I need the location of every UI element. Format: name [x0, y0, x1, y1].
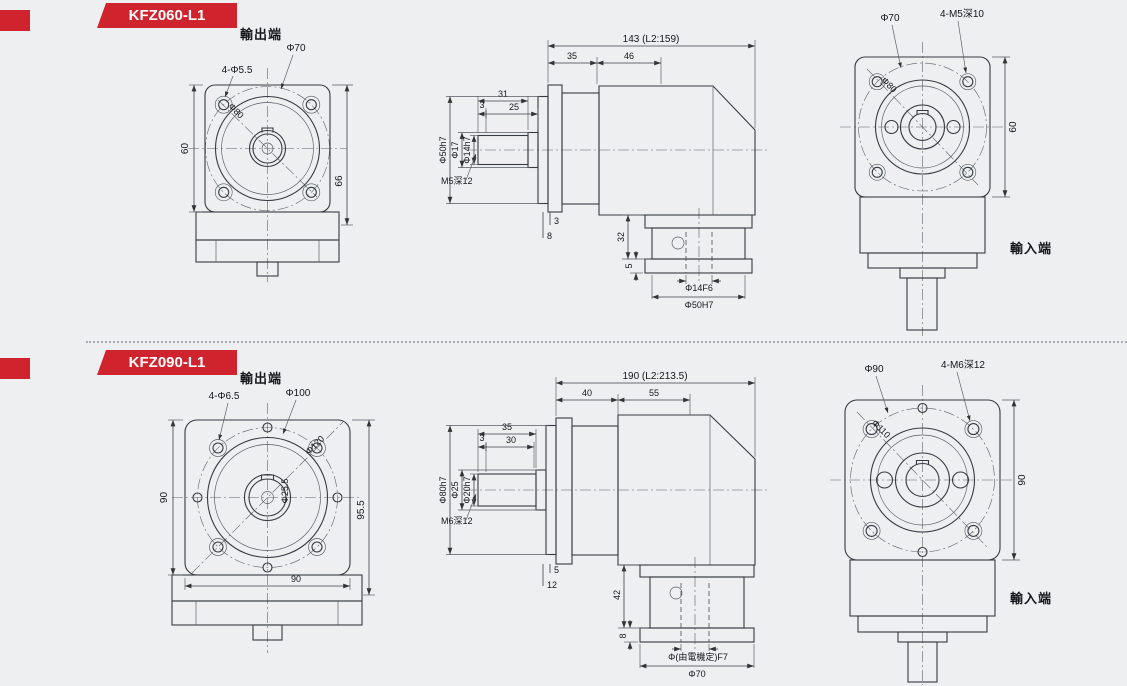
dim-side-len-b: 55	[649, 388, 659, 398]
dim-side-len-b: 46	[624, 51, 634, 61]
dim-side-tap: M6深12	[441, 516, 473, 526]
dim-side-key-len: 30	[506, 435, 516, 445]
dim-front-holes: 4-Φ6.5	[209, 391, 240, 402]
dim-rear-diagonal: Φ80	[880, 75, 899, 94]
rear-view-060: 4-M5深10 Φ70 Φ80 60	[840, 8, 1019, 336]
front-bolt-holes-060	[218, 99, 317, 198]
model-badge-label: KFZ060-L1	[128, 7, 206, 24]
front-view-090: 90 95.5 90 4-Φ6.5 Φ100 Φ120 Φ25.5	[159, 388, 375, 653]
drawing-canvas-060: 60 66 4-Φ5.5 Φ70 Φ80	[180, 8, 1019, 336]
dim-side-dia-shaft: Φ20h7	[462, 476, 472, 503]
dim-side-input-lip: 5	[624, 263, 634, 268]
dim-side-key-len: 25	[509, 102, 519, 112]
side-view-060: 143 (L2:159) 35 46 31 3 25 Φ50h7	[438, 34, 770, 310]
section-divider	[86, 341, 1127, 343]
dim-side-input-lip: 8	[618, 633, 628, 638]
dim-side-dia-pilot: Φ80h7	[438, 476, 448, 503]
dim-front-holes: 4-Φ5.5	[222, 65, 253, 76]
dim-front-center: Φ25.5	[280, 479, 290, 504]
dim-side-input-bore: Φ(由電機定)F7	[668, 651, 728, 662]
dim-rear-bolt-circle: Φ70	[880, 13, 900, 24]
model-badge: KFZ060-L1	[97, 3, 237, 28]
dim-side-len-a: 35	[567, 51, 577, 61]
dim-side-shaft-step: 3	[479, 433, 484, 443]
model-badge-label: KFZ090-L1	[128, 354, 206, 371]
section-kfz090-l1: KFZ090-L1 輸出端 輸入端	[0, 341, 1127, 686]
dim-side-total-length: 143 (L2:159)	[623, 34, 680, 45]
front-view-060: 60 66 4-Φ5.5 Φ70 Φ80	[180, 43, 353, 282]
dim-side-off-b: 8	[547, 231, 552, 241]
front-bolt-holes-090	[192, 422, 343, 573]
dim-front-height: 60	[180, 143, 191, 155]
dim-side-dia-mid: Φ25	[450, 481, 460, 498]
input-end-label: 輸入端	[1010, 241, 1053, 256]
dim-side-tap: M5深12	[441, 176, 473, 186]
dim-side-input-depth: 42	[612, 590, 622, 600]
rear-tapped-holes-060	[871, 76, 974, 178]
dim-side-off-a: 3	[554, 216, 559, 226]
dim-front-bolt-circle: Φ100	[286, 388, 311, 399]
dim-front-total-height: 66	[334, 175, 345, 187]
dim-side-input-depth: 32	[616, 232, 626, 242]
dim-side-dia-mid: Φ17	[450, 141, 460, 158]
rear-tapped-holes-090	[865, 402, 980, 558]
output-end-label: 輸出端	[240, 371, 283, 386]
dim-side-off-a: 5	[554, 565, 559, 575]
dim-side-input-pilot: Φ70	[688, 669, 705, 679]
dim-front-width: 90	[291, 574, 301, 584]
dim-side-shaft-len: 31	[498, 89, 508, 99]
red-edge-mark	[0, 358, 30, 379]
dim-side-input-pilot: Φ50H7	[685, 300, 714, 310]
model-badge: KFZ090-L1	[97, 350, 237, 375]
output-end-label: 輸出端	[240, 27, 283, 42]
dim-front-total-height: 95.5	[356, 500, 367, 520]
dim-rear-height: 60	[1008, 121, 1019, 133]
dim-front-diagonal: Φ80	[227, 101, 246, 120]
section-kfz060-l1: KFZ060-L1 輸出端 輸入端	[0, 0, 1127, 341]
dim-rear-taps: 4-M6深12	[941, 359, 985, 371]
dim-front-bolt-circle: Φ70	[286, 43, 306, 54]
dim-side-dia-shaft: Φ14h7	[462, 136, 472, 163]
dim-side-len-a: 40	[582, 388, 592, 398]
drawing-canvas-090: 90 95.5 90 4-Φ6.5 Φ100 Φ120 Φ25.5	[159, 359, 1028, 685]
rear-view-090: 4-M6深12 Φ90 Φ110 90	[830, 359, 1028, 685]
input-end-label: 輸入端	[1010, 591, 1053, 606]
dim-rear-height: 90	[1017, 474, 1028, 486]
dim-side-shaft-step: 3	[479, 100, 484, 110]
dim-side-dia-pilot: Φ50h7	[438, 136, 448, 163]
dim-side-off-b: 12	[547, 580, 557, 590]
dim-rear-bolt-circle: Φ90	[864, 364, 884, 375]
dim-side-shaft-len: 35	[502, 422, 512, 432]
dim-front-height: 90	[159, 492, 170, 504]
dim-side-total-length: 190 (L2:213.5)	[622, 371, 687, 382]
dim-side-input-bore: Φ14F6	[685, 283, 713, 293]
side-view-090: 190 (L2:213.5) 40 55 35 3 30 Φ80h7	[438, 371, 770, 679]
red-edge-mark	[0, 10, 30, 31]
dim-rear-taps: 4-M5深10	[940, 8, 984, 20]
